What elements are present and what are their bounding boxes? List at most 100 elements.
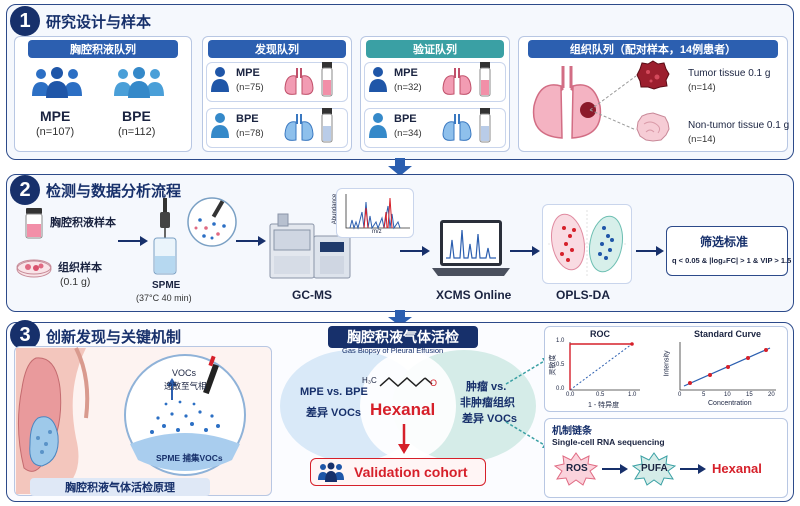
discovery-bpe-tube-icon [321, 108, 333, 143]
section2-number: 2 [10, 175, 40, 205]
section3-title: 创新发现与关键机制 [46, 329, 182, 346]
std-xtick-0: 0 [678, 392, 682, 398]
tissue-cohort-header: 组织队列（配对样本，14例患者） [528, 40, 778, 58]
tumor-tissue-icon [636, 60, 670, 90]
nontumor-tissue-n: (n=14) [688, 134, 716, 145]
right-venn-text1: 肿瘤 vs. [466, 381, 507, 393]
mechanism-hexanal-label: Hexanal [712, 461, 762, 476]
mech-arrow-2-icon [680, 464, 706, 474]
gcms-label: GC-MS [292, 288, 332, 302]
left-venn-text2: 差异 VOCs [306, 407, 362, 419]
mechanism-ros-label: ROS [566, 463, 588, 474]
validation-bpe-n: (n=34) [394, 128, 422, 139]
std-ylabel: Intensity [663, 350, 671, 377]
right-venn-text2: 非肿瘤组织 [460, 397, 515, 409]
discovery-bpe-n: (n=78) [236, 128, 264, 139]
mech-arrow-1-icon [602, 464, 628, 474]
down-arrow-validation-icon [398, 424, 410, 454]
flow-arrow-4-icon [510, 246, 540, 256]
bpe-people-icon [114, 67, 164, 98]
roc-xtick-1: 0.5 [596, 392, 605, 398]
tissue-sample-dish-icon [16, 259, 52, 278]
pleural-bpe-n: (n=112) [118, 126, 156, 138]
down-arrow-2-icon [388, 310, 412, 326]
mpe-people-icon [32, 67, 82, 98]
mass-spectrum-ylabel: Abundance [332, 193, 339, 225]
svg-text:O: O [430, 378, 437, 388]
flow-arrow-2-icon [236, 236, 266, 246]
validation-mpe-tube-icon [479, 62, 491, 97]
roc-xlabel: 1 - 特异度 [588, 402, 620, 409]
std-curve-plot [679, 342, 776, 391]
validation-bpe-person-icon [369, 113, 387, 138]
section1-title: 研究设计与样本 [46, 14, 152, 31]
xcms-label: XCMS Online [436, 288, 512, 302]
hexanal-molecule-icon: O [379, 376, 437, 388]
mass-spectrum-plot [345, 194, 410, 230]
std-xtick-2: 10 [724, 392, 731, 398]
std-curve-title: Standard Curve [694, 329, 762, 339]
validation-people-icon [318, 462, 344, 482]
nontumor-tissue-name: Non-tumor tissue [688, 120, 765, 131]
vocs-release-label: VOCs [172, 368, 197, 378]
mechanism-title: 机制链条 [552, 426, 592, 437]
center-title: 胸腔积液气体活检 [328, 326, 478, 348]
down-arrow-1-icon [388, 158, 412, 176]
validation-bpe-label: BPE [394, 113, 417, 125]
discovery-mpe-lung-icon [284, 68, 314, 95]
ros-burst-icon [553, 452, 599, 486]
roc-xtick-0: 0.0 [566, 392, 575, 398]
discovery-mpe-n: (n=75) [236, 82, 264, 93]
roc-title: ROC [590, 329, 610, 339]
tumor-tissue-n: (n=14) [688, 82, 716, 93]
std-xlabel: Concentration [708, 400, 752, 407]
tumor-tissue-label: Tumor tissue 0.1 g [688, 68, 770, 79]
spme-zoom-circle [187, 197, 237, 247]
discovery-cohort-header: 发现队列 [208, 40, 346, 58]
validation-mpe-label: MPE [394, 67, 418, 79]
validation-mpe-lung-icon [442, 68, 472, 95]
mass-spectrum-card [336, 188, 414, 238]
molecule-formula-label: H₃C [362, 376, 377, 385]
oplsda-scatter-plot [548, 210, 626, 278]
discovery-bpe-label: BPE [236, 113, 259, 125]
std-xtick-4: 20 [768, 392, 775, 398]
oplsda-label: OPLS-DA [556, 288, 610, 302]
left-venn-text1: MPE vs. BPE [300, 386, 368, 398]
pleural-bpe-label: BPE [122, 108, 151, 124]
tissue-sample-label: 组织样本 [58, 262, 102, 274]
discovery-mpe-person-icon [211, 67, 229, 92]
criteria-text: q < 0.05 & |log₂FC| > 1 & VIP > 1.5 [672, 256, 792, 265]
std-xtick-3: 15 [746, 392, 753, 398]
roc-ytick-mid: 0.5 [556, 362, 565, 368]
criteria-box [666, 226, 788, 276]
discovery-mpe-tube-icon [321, 62, 333, 97]
nontumor-tissue-amount: 0.1 g [766, 120, 790, 131]
validation-cohort-header: 验证队列 [366, 40, 504, 58]
tumor-tissue-name: Tumor tissue [688, 68, 746, 79]
vocs-release-label2: 逸散至气相 [164, 381, 207, 391]
pleural-sample-tube-icon [25, 208, 43, 239]
roc-ylabel: 灵敏度 [549, 354, 557, 376]
principle-caption: 胸腔积液气体活检原理 [30, 478, 210, 496]
principle-zoom-circle [124, 354, 246, 476]
criteria-title: 筛选标准 [700, 235, 749, 249]
flow-arrow-5-icon [636, 246, 664, 256]
center-subtitle: Gas Biopsy of Pleural Effusion [342, 346, 444, 355]
validation-mpe-person-icon [369, 67, 387, 92]
validation-bpe-lung-icon [442, 114, 472, 141]
validation-cohort-box [310, 458, 486, 486]
validation-bpe-tube-icon [479, 108, 491, 143]
discovery-bpe-lung-icon [284, 114, 314, 141]
spme-conditions: (37°C 40 min) [136, 293, 192, 303]
roc-xtick-2: 1.0 [628, 392, 637, 398]
pufa-burst-icon [631, 452, 677, 486]
right-venn-text3: 差异 VOCs [462, 413, 518, 425]
spme-label: SPME [152, 280, 181, 291]
validation-cohort-label: Validation cohort [354, 464, 468, 480]
pleural-sample-label: 胸腔积液样本 [50, 217, 116, 229]
spme-vial-icon [153, 198, 177, 275]
pleural-mpe-n: (n=107) [36, 126, 75, 138]
roc-plot [569, 342, 640, 391]
nontumor-tissue-icon [636, 112, 670, 142]
